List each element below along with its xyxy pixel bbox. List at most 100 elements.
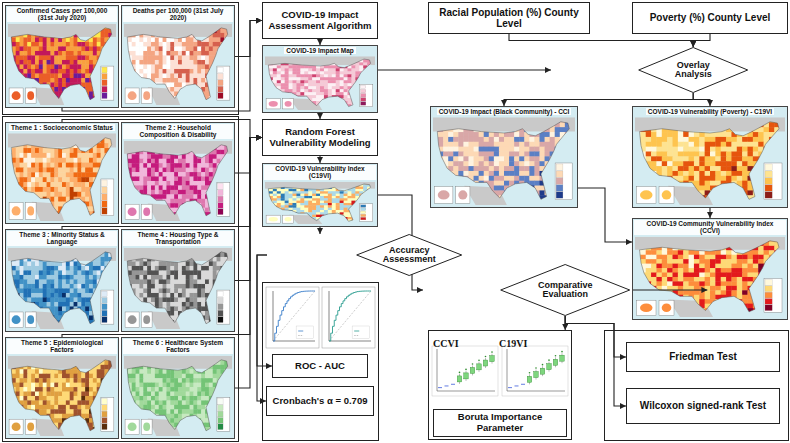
county-cell	[20, 192, 24, 197]
county-cell	[186, 69, 190, 74]
county-cell	[74, 202, 78, 207]
county-cell	[16, 73, 20, 78]
county-cell	[136, 82, 140, 87]
county-cell	[201, 190, 205, 195]
county-cell	[139, 159, 143, 164]
county-cell	[74, 153, 78, 158]
county-cell	[50, 42, 54, 47]
county-cell	[81, 69, 85, 74]
county-cell	[209, 172, 213, 177]
county-cell	[39, 211, 43, 216]
county-cell	[23, 82, 27, 87]
county-cell	[139, 163, 143, 168]
county-cell	[23, 182, 27, 187]
county-cell	[136, 55, 140, 60]
county-cell	[58, 187, 62, 192]
county-cell	[27, 46, 31, 51]
county-cell	[190, 64, 194, 69]
county-cell	[147, 73, 151, 78]
county-cell	[112, 148, 116, 153]
county-cell	[159, 42, 163, 47]
county-cell	[50, 37, 54, 42]
county-cell	[186, 78, 190, 83]
county-cell	[139, 69, 143, 74]
county-cell	[147, 51, 151, 56]
county-cell	[47, 37, 51, 42]
county-cell	[108, 163, 112, 168]
county-cell	[170, 159, 174, 164]
county-cells	[124, 141, 232, 221]
county-cell	[97, 24, 101, 29]
county-cell	[47, 138, 51, 143]
county-cell	[97, 96, 101, 101]
county-cell	[58, 46, 62, 51]
county-cell	[39, 182, 43, 187]
county-cell	[124, 60, 128, 65]
county-cell	[124, 168, 128, 173]
county-cell	[174, 24, 178, 29]
county-cell	[104, 33, 108, 38]
county-cell	[197, 28, 201, 33]
county-cell	[43, 168, 47, 173]
county-cell	[39, 73, 43, 78]
county-cell	[147, 168, 151, 173]
county-cell	[81, 168, 85, 173]
county-cell	[174, 33, 178, 38]
county-cell	[97, 216, 101, 221]
county-cell	[101, 42, 105, 47]
county-cell	[170, 78, 174, 83]
county-cell	[66, 100, 70, 105]
county-cell	[70, 60, 74, 65]
county-cell	[70, 73, 74, 78]
county-cell	[54, 42, 58, 47]
county-cell	[27, 133, 31, 138]
county-cell	[93, 187, 97, 192]
county-cell	[128, 64, 132, 69]
county-cell	[31, 82, 35, 87]
county-cell	[12, 153, 16, 158]
county-cell	[62, 138, 66, 143]
county-cell	[58, 55, 62, 60]
county-cell	[101, 143, 105, 148]
county-cell	[108, 153, 112, 158]
county-cell	[20, 37, 24, 42]
county-cell	[58, 51, 62, 56]
county-cell	[31, 28, 35, 33]
county-cell	[70, 133, 74, 138]
county-cell	[143, 42, 147, 47]
county-cell	[58, 163, 62, 168]
county-cell	[81, 187, 85, 192]
county-cell	[47, 55, 51, 60]
county-cell	[190, 163, 194, 168]
county-cell	[139, 181, 143, 186]
county-cell	[197, 194, 201, 199]
county-cell	[178, 168, 182, 173]
county-cell	[213, 37, 217, 42]
county-cell	[81, 28, 85, 33]
county-cell	[128, 73, 132, 78]
county-cell	[47, 87, 51, 92]
county-cell	[58, 216, 62, 221]
county-cell	[155, 24, 159, 29]
county-cell	[186, 194, 190, 199]
county-cell	[186, 203, 190, 208]
county-cell	[163, 42, 167, 47]
county-cell	[217, 60, 221, 65]
county-cell	[74, 100, 78, 105]
county-cell	[54, 192, 58, 197]
county-cell	[197, 51, 201, 56]
county-cell	[190, 96, 194, 101]
county-cell	[81, 182, 85, 187]
county-cell	[147, 37, 151, 42]
county-cell	[23, 55, 27, 60]
county-cell	[217, 141, 221, 146]
county-cell	[62, 153, 66, 158]
county-cell	[132, 73, 136, 78]
county-cell	[220, 168, 224, 173]
county-cell	[43, 28, 47, 33]
county-cell	[174, 69, 178, 74]
county-cell	[66, 138, 70, 143]
county-cell	[112, 163, 116, 168]
county-cell	[132, 168, 136, 173]
county-cell	[174, 177, 178, 182]
